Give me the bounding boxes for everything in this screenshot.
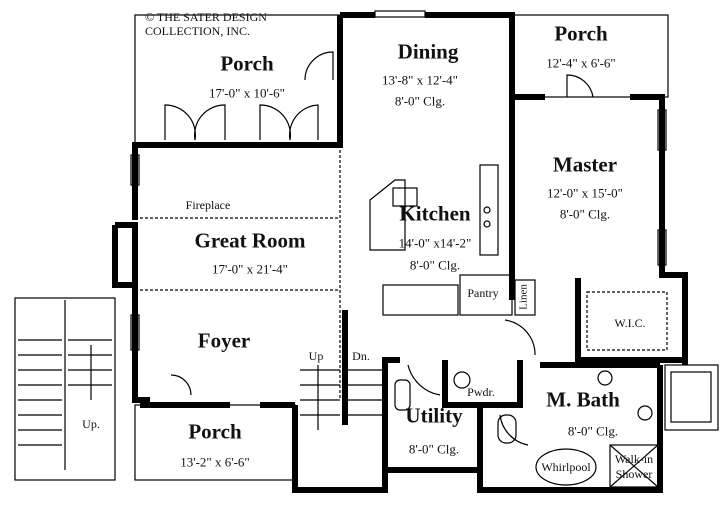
pantry-label: Pantry xyxy=(467,286,499,300)
exterior-stair-up-label: Up. xyxy=(82,417,100,431)
room-name-great-room: Great Room xyxy=(194,228,306,253)
room-size-porch-front: 13'-2" x 6'-6" xyxy=(180,454,250,470)
wic-label: W.I.C. xyxy=(614,316,646,330)
interior-lines xyxy=(14,10,719,488)
room-ceiling-master: 8'-0" Clg. xyxy=(559,206,611,222)
room-name-foyer: Foyer xyxy=(197,328,251,353)
interior-stair-treads xyxy=(300,369,382,416)
room-size-great-room: 17'-0" x 21'-4" xyxy=(212,261,288,277)
exterior-stair-treads xyxy=(18,339,112,446)
room-name-kitchen: Kitchen xyxy=(399,201,471,226)
whirlpool-label: Whirlpool xyxy=(541,460,591,474)
copyright-notice: © THE SATER DESIGN COLLECTION, INC. xyxy=(145,10,267,38)
stair-up-label: Up xyxy=(308,349,324,363)
room-name-utility: Utility xyxy=(405,403,463,428)
room-name-porch-front: Porch xyxy=(188,419,242,444)
room-ceiling-kitchen: 8'-0" Clg. xyxy=(409,257,461,273)
room-ceiling-utility: 8'-0" Clg. xyxy=(408,441,460,457)
room-size-porch-rear-left: 17'-0" x 10'-6" xyxy=(209,85,285,101)
room-size-kitchen: 14'-0" x14'-2" xyxy=(398,235,472,251)
shower-label-line2: Shower xyxy=(615,467,653,481)
powder-label: Pwdr. xyxy=(467,385,495,399)
room-name-dining: Dining xyxy=(397,39,459,64)
fireplace-label: Fireplace xyxy=(185,198,231,212)
copyright-line1: © THE SATER DESIGN xyxy=(145,10,267,24)
room-size-dining: 13'-8" x 12'-4" xyxy=(382,72,458,88)
room-size-porch-rear-right: 12'-4" x 6'-6" xyxy=(546,55,616,71)
shower-label-line1: Walk-in xyxy=(614,452,654,466)
room-name-master: Master xyxy=(552,152,618,177)
room-name-master-bath: M. Bath xyxy=(546,387,620,412)
room-ceiling-master-bath: 8'-0" Clg. xyxy=(567,423,619,439)
room-name-porch-rear-left: Porch xyxy=(220,51,274,76)
linen-label: Linen xyxy=(517,284,530,310)
room-name-porch-rear-right: Porch xyxy=(554,21,608,46)
copyright-line2: COLLECTION, INC. xyxy=(145,24,250,38)
room-ceiling-dining: 8'-0" Clg. xyxy=(394,93,446,109)
stair-down-label: Dn. xyxy=(352,349,370,363)
room-size-master: 12'-0" x 15'-0" xyxy=(547,185,623,201)
